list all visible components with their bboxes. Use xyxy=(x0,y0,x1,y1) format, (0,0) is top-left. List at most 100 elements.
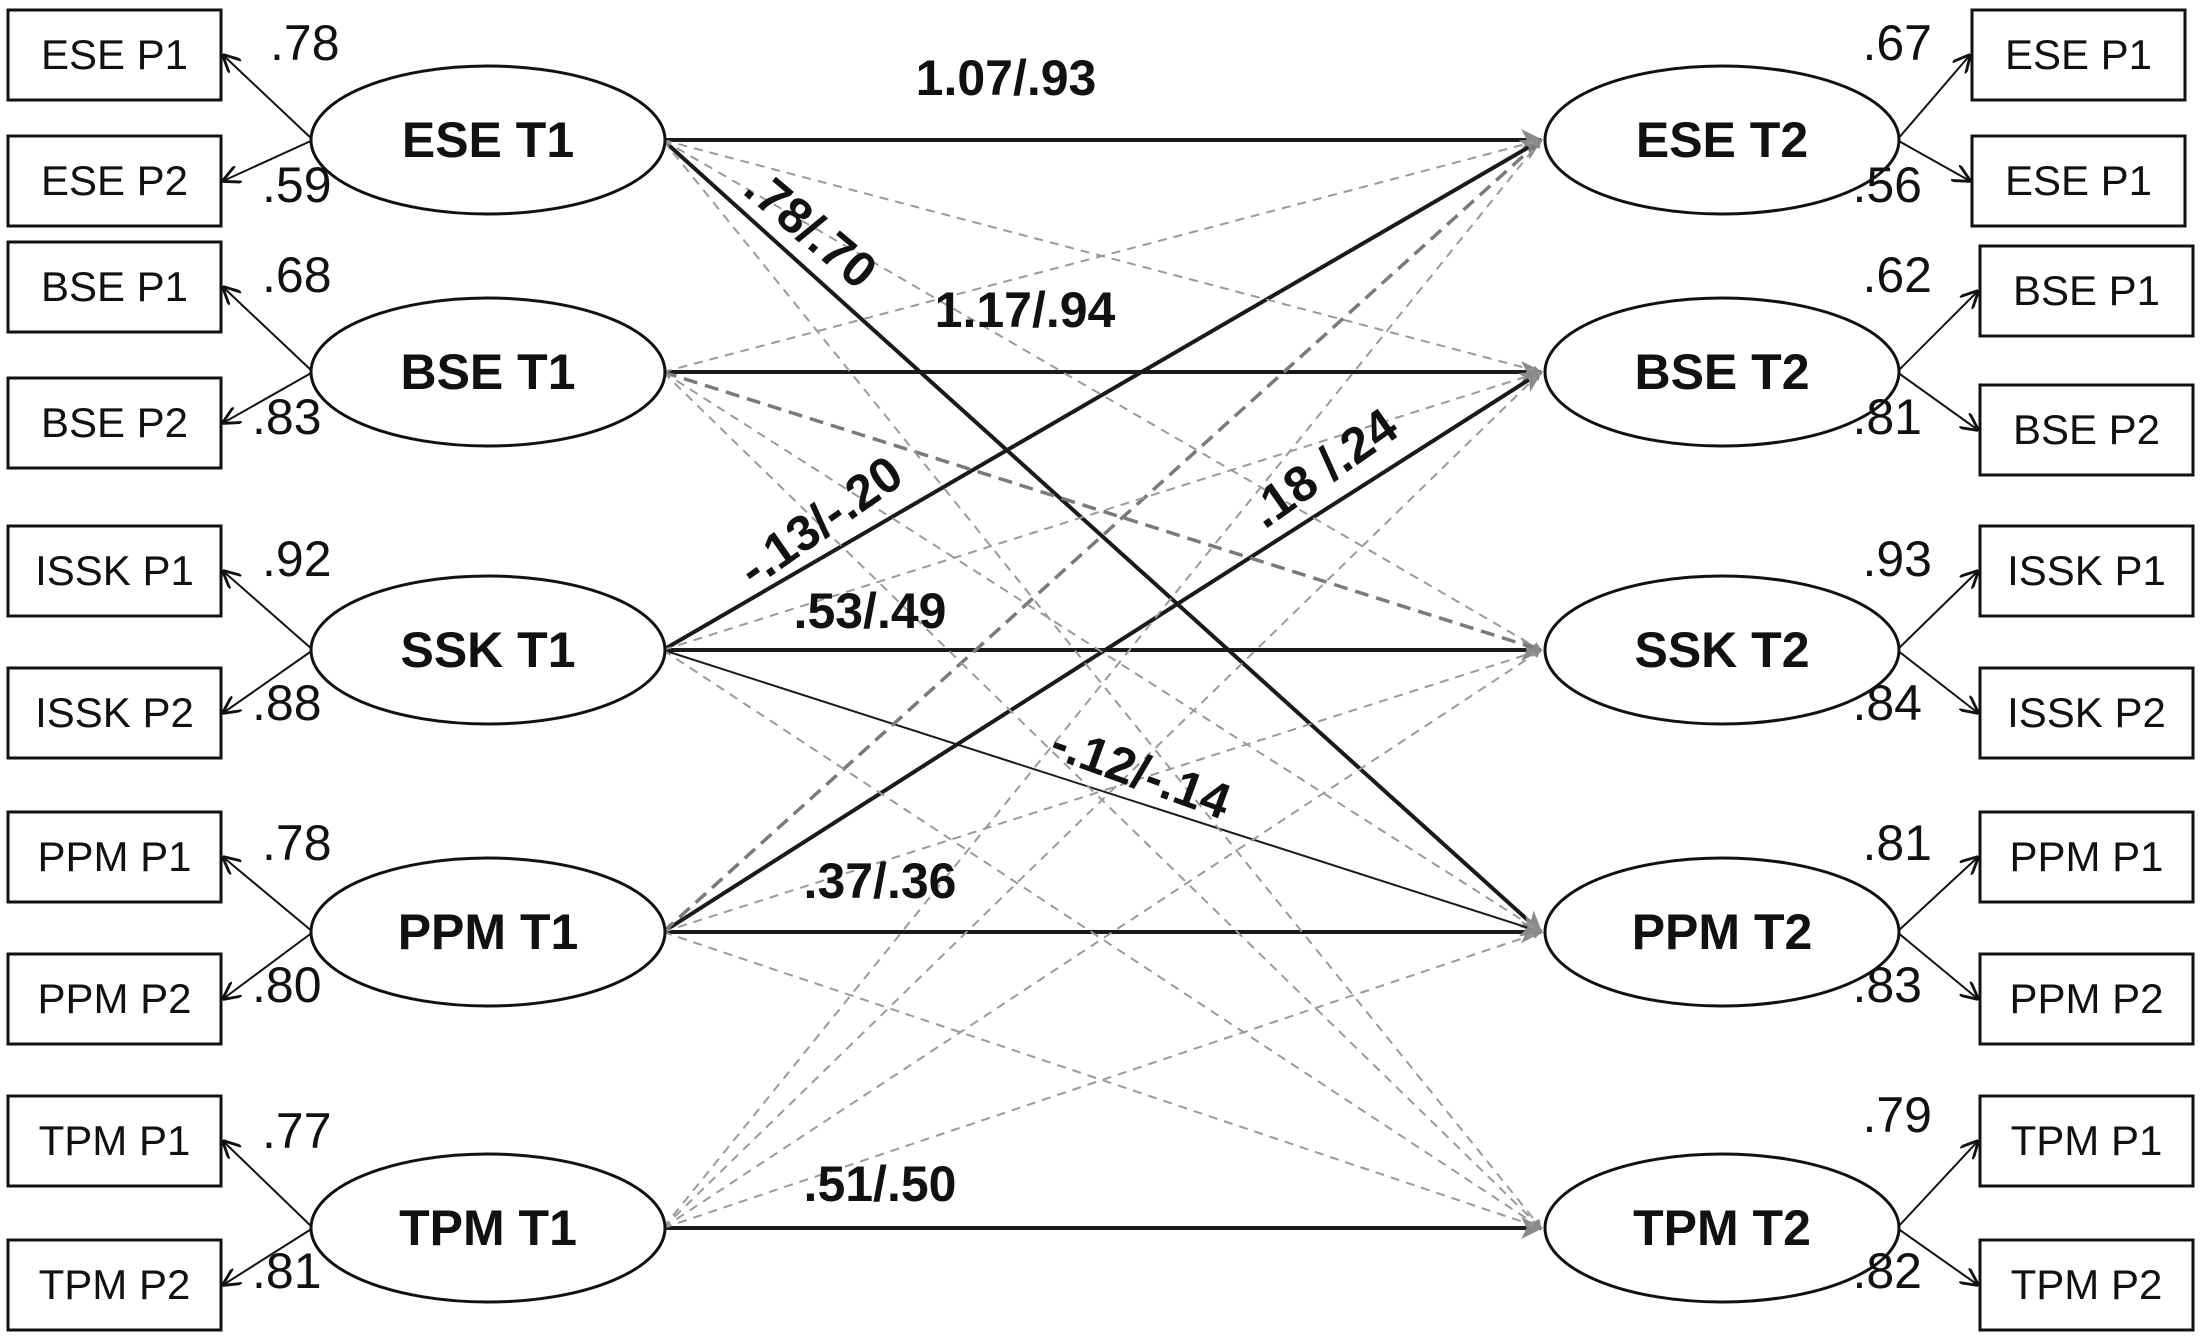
coef-path-ssk-t1-to-ssk-t2: .53/.49 xyxy=(794,583,947,639)
loading-arrow-ese-t2-2 xyxy=(1896,139,1970,181)
indicator-ese-t1-2 xyxy=(6,134,223,228)
latent-ese-t2 xyxy=(1543,64,1901,216)
coef-path-ppm-t1-to-ppm-t2: .37/.36 xyxy=(804,853,957,909)
latent-label-ese-t1: ESE T1 xyxy=(402,112,574,168)
indicator-tpm-t1-1 xyxy=(6,1094,223,1188)
indicator-ppm-t1-1-label: PPM P1 xyxy=(37,833,191,880)
indicator-tpm-t2-2-label: TPM P2 xyxy=(2011,1261,2163,1308)
coef-path-bse-t1-to-bse-t2: 1.17/.94 xyxy=(935,282,1116,338)
latent-label-tpm-t1: TPM T1 xyxy=(399,1200,577,1256)
indicator-tpm-t1-1-label: TPM P1 xyxy=(39,1117,191,1164)
latent-label-bse-t2: BSE T2 xyxy=(1634,344,1809,400)
loading-arrow-bse-t2-1 xyxy=(1896,291,1978,373)
loading-value-ese-t1-1: .78 xyxy=(270,15,340,71)
latent-label-tpm-t2: TPM T2 xyxy=(1633,1200,1811,1256)
latent-label-ppm-t1: PPM T1 xyxy=(398,904,579,960)
indicator-ese-t2-2-label: ESE P1 xyxy=(2005,157,2152,204)
latent-tpm-t2 xyxy=(1543,1152,1901,1304)
loading-arrow-ppm-t1-1 xyxy=(223,857,314,933)
loading-value-ssk-t2-1: .93 xyxy=(1862,531,1932,587)
coef-path-ppm-t1-to-bse-t2: .18 /.24 xyxy=(1239,397,1408,539)
indicator-bse-t1-1 xyxy=(6,240,223,334)
loading-value-tpm-t1-1: .77 xyxy=(262,1103,332,1159)
indicator-ese-t1-1-label: ESE P1 xyxy=(41,31,188,78)
loading-value-bse-t1-1: .68 xyxy=(262,247,332,303)
indicator-ssk-t2-1 xyxy=(1978,524,2195,618)
indicator-ppm-t1-1 xyxy=(6,810,223,904)
path-ppm-t1-to-tpm-t2 xyxy=(662,931,1542,1230)
loading-value-ese-t1-2: .59 xyxy=(262,157,332,213)
indicator-ppm-t2-1-label: PPM P1 xyxy=(2009,833,2163,880)
indicator-ssk-t1-2 xyxy=(6,666,223,760)
loading-value-ese-t2-2: .56 xyxy=(1852,157,1922,213)
loading-value-tpm-t2-1: .79 xyxy=(1862,1087,1932,1143)
latent-label-ese-t2: ESE T2 xyxy=(1636,112,1808,168)
indicator-tpm-t2-2 xyxy=(1978,1238,2195,1332)
indicator-ppm-t1-2-label: PPM P2 xyxy=(37,975,191,1022)
latent-label-ppm-t2: PPM T2 xyxy=(1632,904,1813,960)
indicator-ese-t1-2-label: ESE P2 xyxy=(41,157,188,204)
loading-arrow-ssk-t1-1 xyxy=(223,571,314,651)
path-ssk-t1-to-ese-t2 xyxy=(661,138,1543,652)
structural-paths xyxy=(661,129,1544,1239)
loading-arrow-ese-t1-1 xyxy=(223,55,314,141)
loading-arrow-ssk-t2-2 xyxy=(1896,649,1978,713)
indicator-ssk-t1-1 xyxy=(6,524,223,618)
indicator-bse-t1-1-label: BSE P1 xyxy=(41,263,188,310)
indicator-tpm-t2-1 xyxy=(1978,1094,2195,1188)
latent-label-bse-t1: BSE T1 xyxy=(400,344,575,400)
latent-label-ssk-t2: SSK T2 xyxy=(1634,622,1809,678)
indicator-ese-t2-1 xyxy=(1970,8,2187,102)
indicator-bse-t1-2 xyxy=(6,376,223,470)
path-ssk-t1-to-ppm-t2 xyxy=(662,649,1544,937)
indicator-ppm-t2-2 xyxy=(1978,952,2195,1046)
loading-value-tpm-t1-2: .81 xyxy=(252,1243,322,1299)
loading-value-tpm-t2-2: .82 xyxy=(1852,1243,1922,1299)
measurement-arrows xyxy=(223,55,1978,1285)
loading-arrow-ese-t1-2 xyxy=(223,139,314,181)
loading-value-bse-t2-2: .81 xyxy=(1852,389,1922,445)
loading-value-ssk-t2-2: .84 xyxy=(1852,675,1922,731)
latent-tpm-t1 xyxy=(309,1152,667,1304)
loading-arrow-tpm-t1-2 xyxy=(223,1227,314,1285)
loading-value-ppm-t2-1: .81 xyxy=(1862,815,1932,871)
loading-arrow-ssk-t2-1 xyxy=(1896,571,1978,651)
coef-path-ese-t1-to-ppm-t2: .78/.70 xyxy=(734,158,887,299)
loading-arrow-ese-t2-1 xyxy=(1896,55,1970,141)
loading-arrow-tpm-t2-1 xyxy=(1896,1141,1978,1229)
loading-value-ppm-t1-1: .78 xyxy=(262,815,332,871)
loading-value-ssk-t1-2: .88 xyxy=(252,675,322,731)
indicator-ssk-t2-1-label: ISSK P1 xyxy=(2007,547,2166,594)
loading-arrow-tpm-t1-1 xyxy=(223,1141,314,1229)
indicator-ssk-t2-2-label: ISSK P2 xyxy=(2007,689,2166,736)
latent-bse-t1 xyxy=(309,296,667,448)
path-ppm-t1-to-ssk-t2 xyxy=(662,648,1542,933)
latent-label-ssk-t1: SSK T1 xyxy=(400,622,575,678)
indicator-ppm-t2-2-label: PPM P2 xyxy=(2009,975,2163,1022)
indicator-ssk-t2-2 xyxy=(1978,666,2195,760)
indicator-ppm-t1-2 xyxy=(6,952,223,1046)
loading-arrow-ppm-t2-1 xyxy=(1896,857,1978,933)
loading-arrow-tpm-t2-2 xyxy=(1896,1227,1978,1285)
latent-ssk-t2 xyxy=(1543,574,1901,726)
coef-path-ese-t1-to-ese-t2: 1.07/.93 xyxy=(916,50,1097,106)
path-ese-t1-to-ppm-t2 xyxy=(661,138,1543,934)
loading-arrow-bse-t2-2 xyxy=(1896,371,1978,430)
loading-arrow-ppm-t1-2 xyxy=(223,931,314,999)
indicator-bse-t2-1 xyxy=(1978,244,2195,338)
path-tpm-t1-to-bse-t2 xyxy=(662,371,1542,1229)
loading-value-ppm-t1-2: .80 xyxy=(252,957,322,1013)
indicator-bse-t1-2-label: BSE P2 xyxy=(41,399,188,446)
loading-arrow-ppm-t2-2 xyxy=(1896,931,1978,999)
indicator-tpm-t2-1-label: TPM P1 xyxy=(2011,1117,2163,1164)
indicator-ese-t1-1 xyxy=(6,8,223,102)
loading-arrow-bse-t1-1 xyxy=(223,287,314,373)
loading-value-bse-t2-1: .62 xyxy=(1862,247,1932,303)
indicator-bse-t2-2-label: BSE P2 xyxy=(2013,406,2160,453)
coef-path-tpm-t1-to-tpm-t2: .51/.50 xyxy=(804,1156,957,1212)
indicator-ppm-t2-1 xyxy=(1978,810,2195,904)
loading-value-ese-t2-1: .67 xyxy=(1862,15,1932,71)
indicator-ese-t2-2 xyxy=(1970,134,2187,228)
